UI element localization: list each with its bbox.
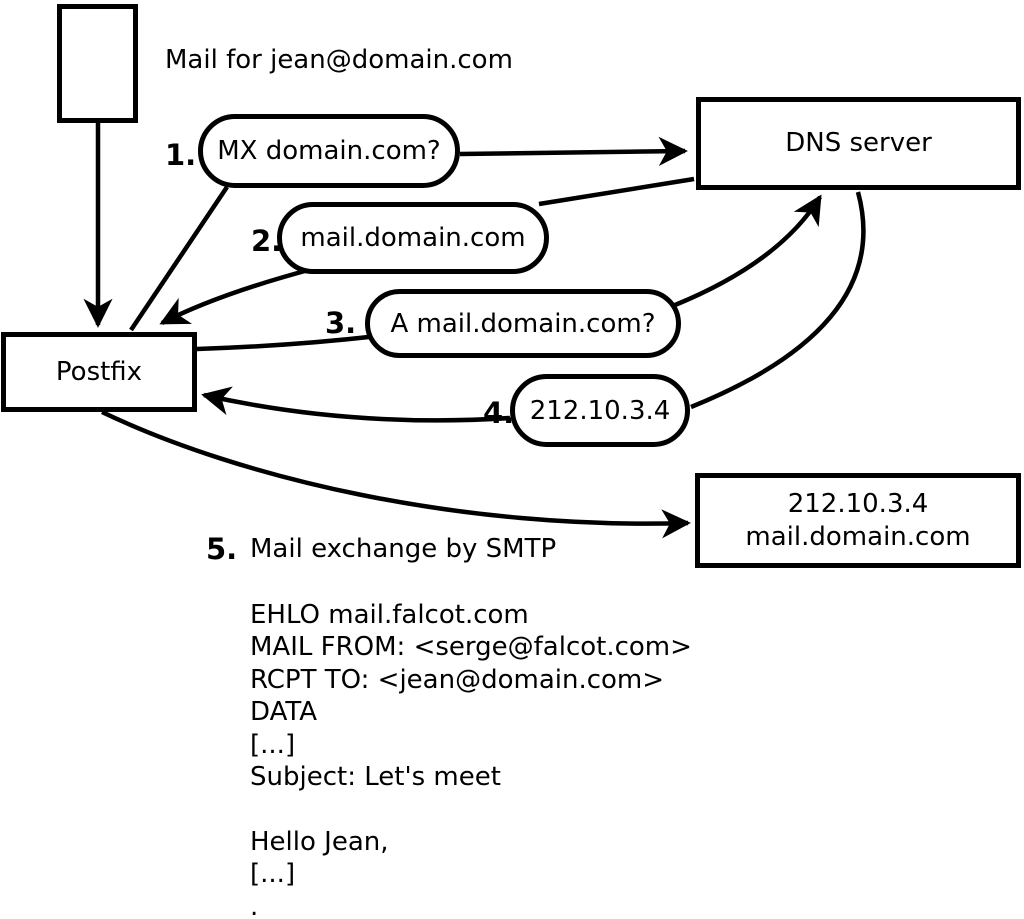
step-4-label: 212.10.3.4 xyxy=(529,395,671,426)
tail-bubble4-from-dns xyxy=(690,191,866,410)
smtp-session-text: EHLO mail.falcot.com MAIL FROM: <serge@f… xyxy=(250,600,692,919)
step-3-label: A mail.domain.com? xyxy=(390,308,656,339)
tail-bubble3-from-postfix xyxy=(196,333,379,352)
mailserver-ip-label: 212.10.3.4 xyxy=(787,488,929,519)
diagram-title: Mail for jean@domain.com xyxy=(165,45,513,75)
arrow-postfix-to-mailserver xyxy=(101,409,691,539)
mail-message-icon xyxy=(57,4,138,123)
tail-bubble2-from-dns xyxy=(538,176,695,207)
step-1-number: 1. xyxy=(165,138,197,172)
step-3-bubble-a-query: A mail.domain.com? xyxy=(365,289,681,358)
step-1-bubble-mx-query: MX domain.com? xyxy=(198,114,460,188)
dns-server-node: DNS server xyxy=(696,97,1021,190)
step-1-label: MX domain.com? xyxy=(217,136,441,166)
postfix-node: Postfix xyxy=(1,332,197,412)
step-4-bubble-a-answer: 212.10.3.4 xyxy=(510,374,690,447)
arrow-bubble3-to-dns xyxy=(674,194,822,308)
postfix-label: Postfix xyxy=(55,356,143,387)
tail-bubble1-from-postfix xyxy=(129,185,229,332)
mailserver-node: 212.10.3.4 mail.domain.com xyxy=(695,473,1021,568)
step-3-number: 3. xyxy=(325,306,357,340)
step-5-label: Mail exchange by SMTP xyxy=(250,534,557,564)
mailserver-hostname-label: mail.domain.com xyxy=(745,521,971,552)
arrow-bubble2-to-postfix xyxy=(159,265,317,325)
dns-server-label: DNS server xyxy=(785,128,932,158)
arrow-bubble4-to-postfix xyxy=(201,386,511,423)
arrow-bubble1-to-dns xyxy=(459,136,688,166)
step-2-label: mail.domain.com xyxy=(300,223,526,253)
step-2-bubble-mx-answer: mail.domain.com xyxy=(277,202,549,274)
step-4-number: 4. xyxy=(483,396,515,430)
step-5-number: 5. xyxy=(206,532,238,566)
